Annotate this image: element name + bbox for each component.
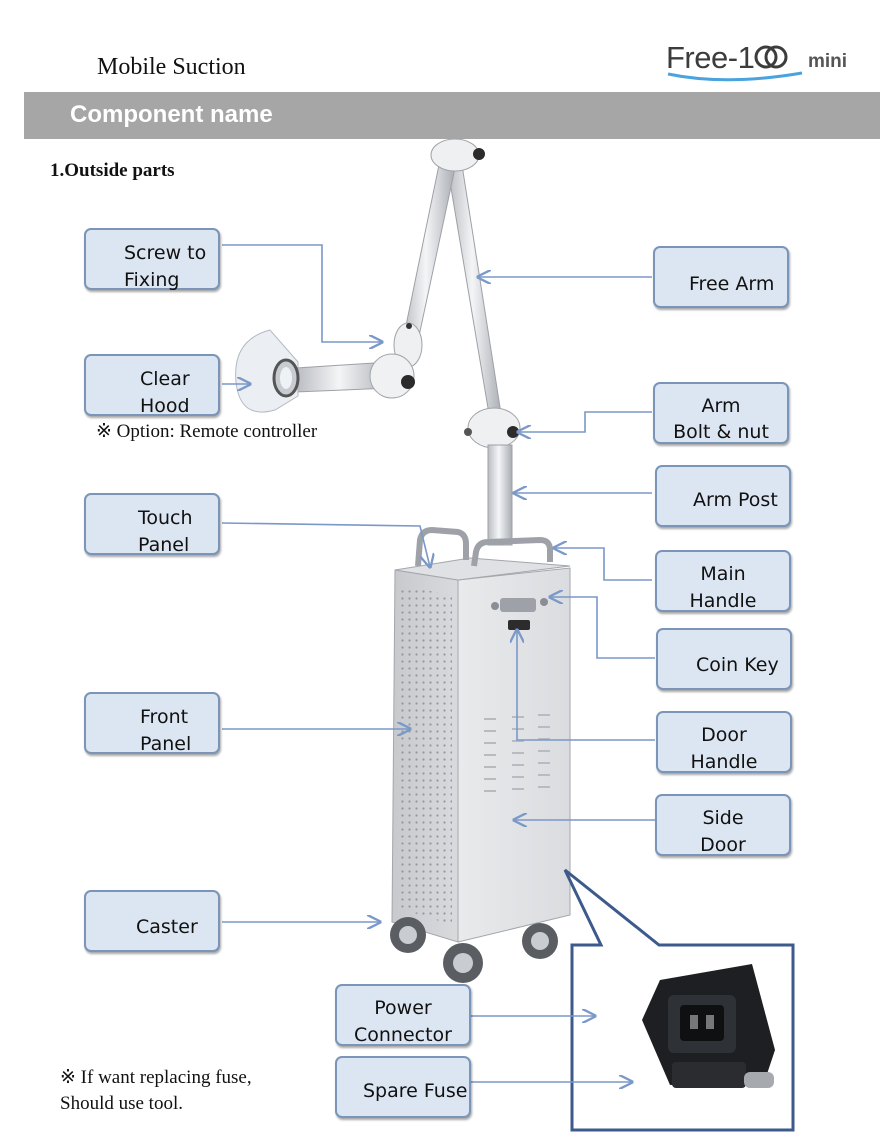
free-arm (295, 138, 521, 546)
label-arm-post: Arm Post (655, 465, 791, 527)
option-note: ※ Option: Remote controller (96, 421, 318, 442)
label-front-panel: Front Panel (84, 692, 220, 755)
power-connector-inset (563, 868, 795, 1132)
section-header: Component name (24, 92, 880, 139)
logo-mini-text: mini (808, 51, 848, 72)
label-touch-panel: Touch Panel (84, 493, 220, 556)
clear-hood (235, 329, 300, 413)
fuse-note-line1: ※ If want replacing fuse, (60, 1067, 252, 1088)
label-door-handle: Door Handle (656, 711, 792, 773)
logo-wordmark: Free-1 (666, 40, 788, 76)
label-coin-key: Coin Key (656, 628, 792, 690)
label-screw-to-fixing: Screw to Fixing (84, 228, 220, 291)
cabinet (391, 526, 571, 943)
leader-lines (221, 244, 655, 1082)
subsection-title: 1.Outside parts (50, 160, 175, 181)
label-free-arm: Free Arm (653, 246, 789, 308)
fuse-note-line2: Should use tool. (60, 1093, 183, 1114)
label-caster: Caster (84, 890, 220, 952)
brand-logo: Free-1 mini (666, 40, 856, 88)
label-arm-bolt-nut: Arm Bolt & nut (653, 382, 789, 444)
logo-swoosh-icon (667, 71, 803, 82)
label-side-door: Side Door (655, 794, 791, 856)
label-main-handle: Main Handle (655, 550, 791, 612)
section-title: Component name (70, 101, 273, 128)
casters (390, 917, 558, 983)
document-title: Mobile Suction (97, 54, 246, 80)
label-power-connector: Power Connector (335, 984, 471, 1046)
label-spare-fuse: Spare Fuse (335, 1056, 471, 1118)
label-clear-hood: Clear Hood (84, 354, 220, 417)
